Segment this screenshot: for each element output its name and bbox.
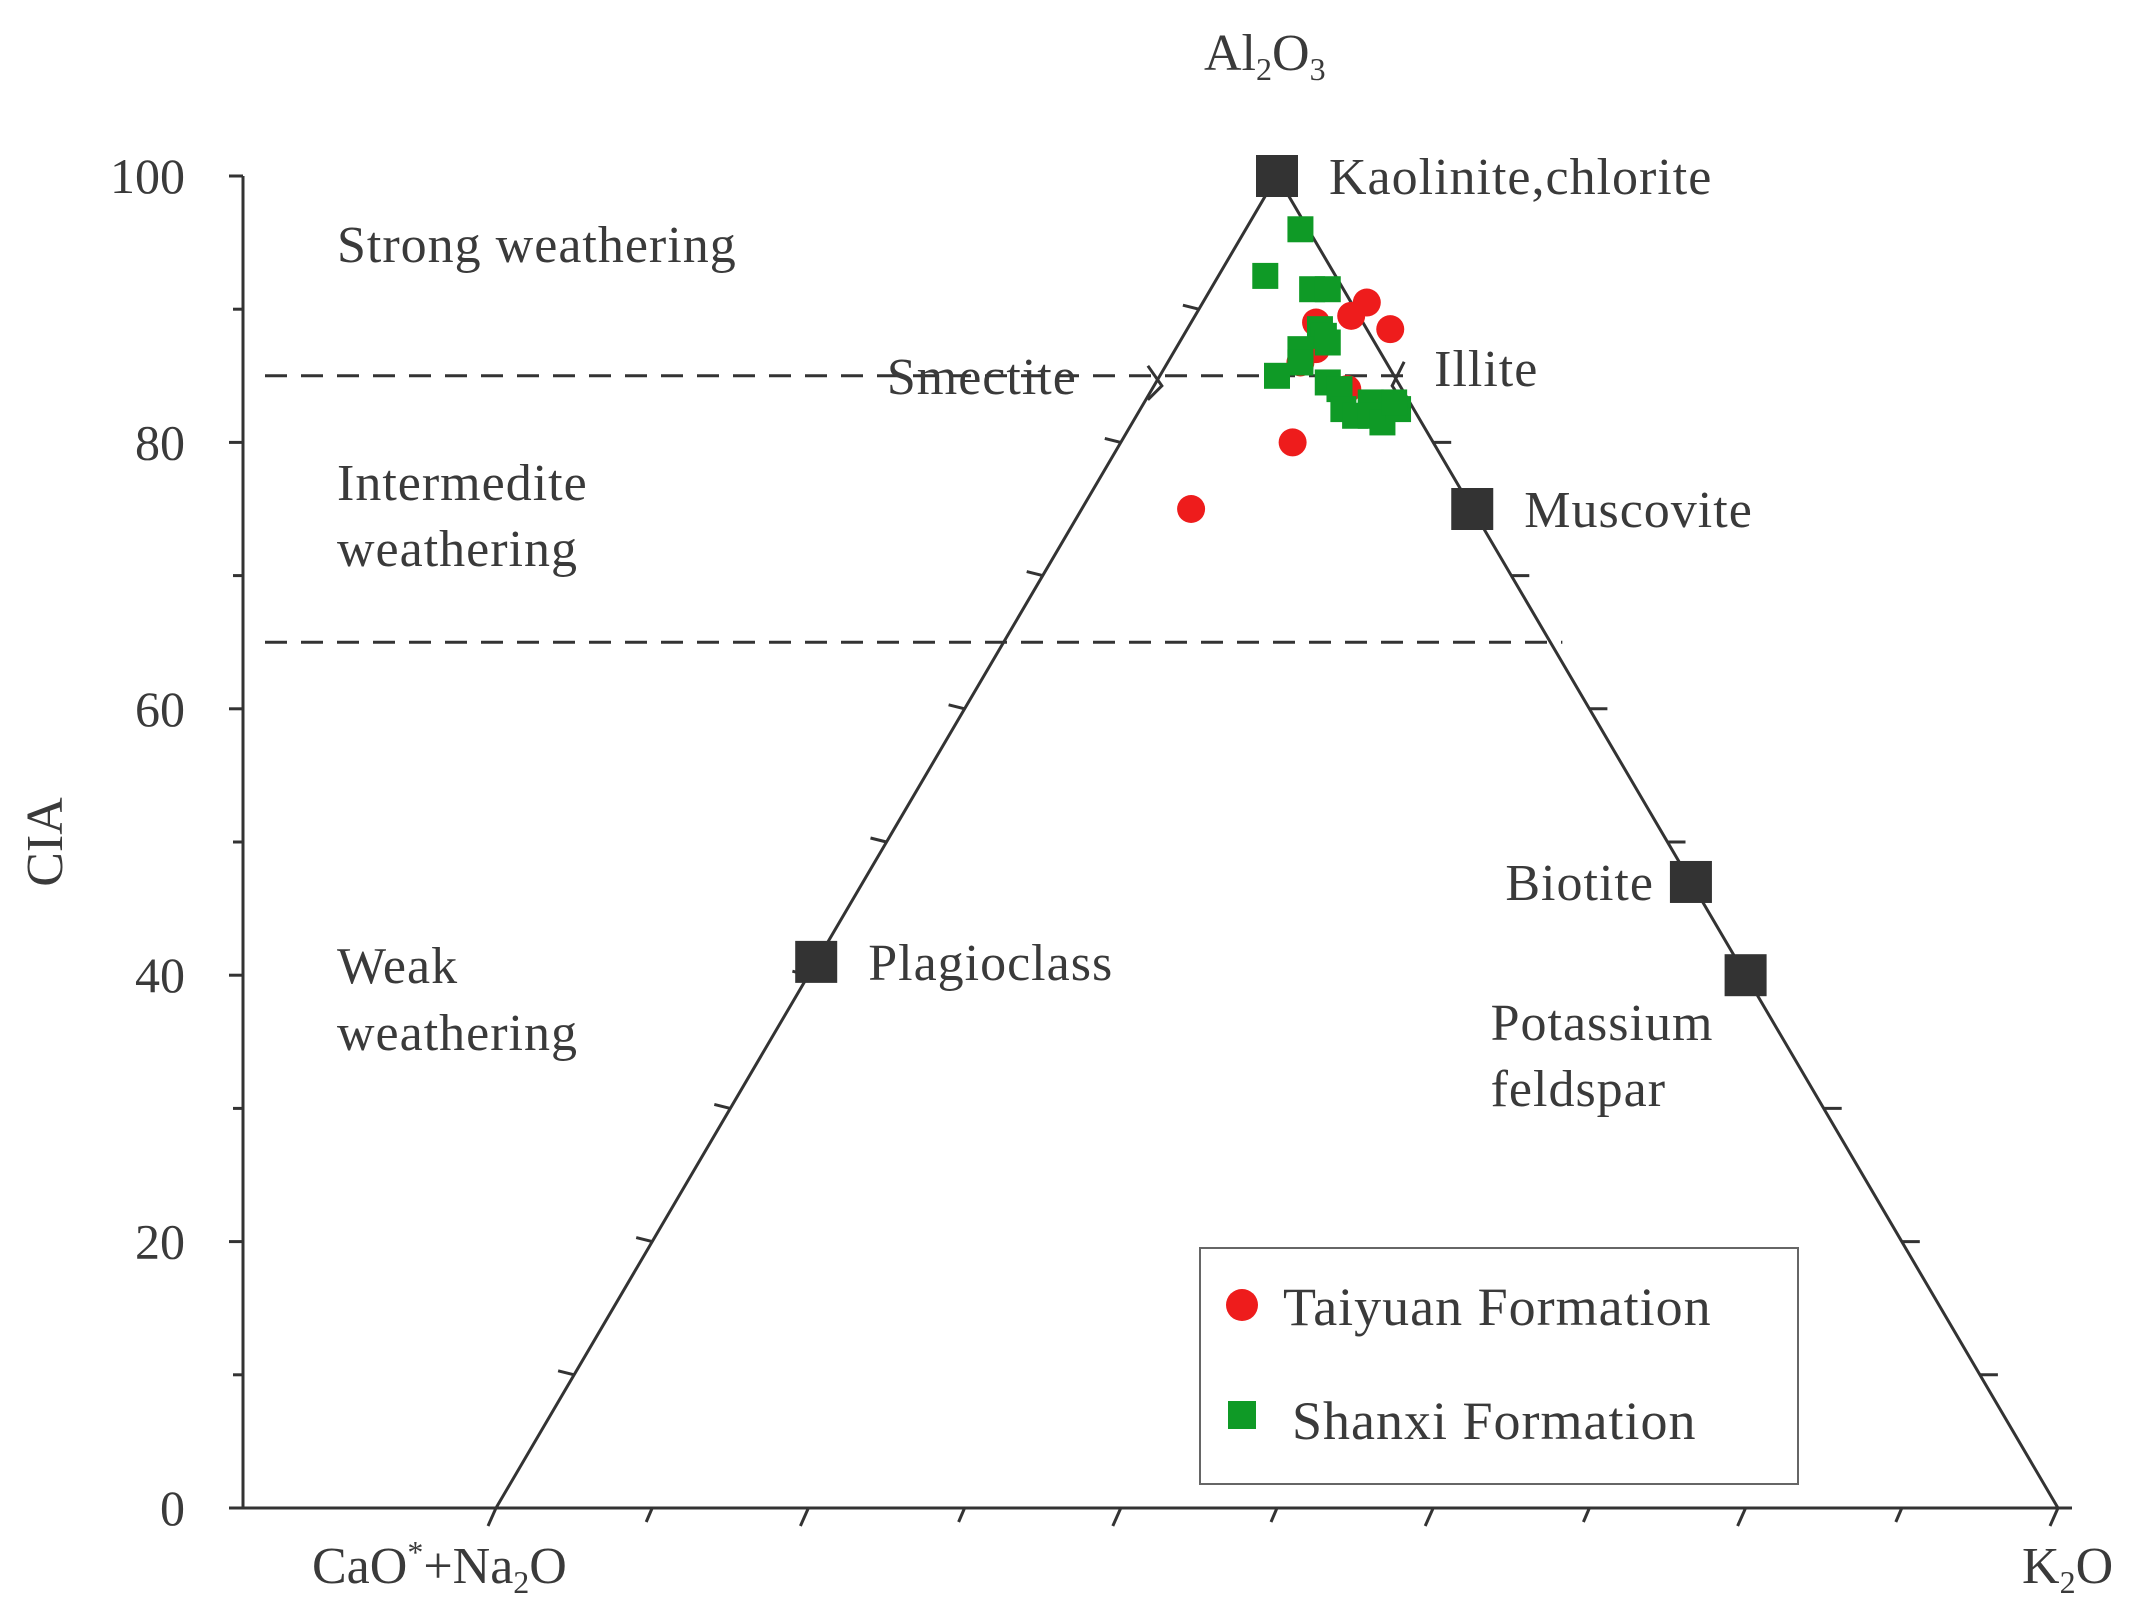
x-tick-mark: [957, 1507, 966, 1523]
x-tick-mark: [1111, 1507, 1123, 1527]
data-point-1: [1381, 389, 1408, 416]
legend-marker-taiyuan: [1226, 1289, 1258, 1321]
data-point-0: [1278, 428, 1307, 457]
mineral-label-illite: Illite: [1434, 341, 1538, 398]
zone-label-weak-line1: Weak: [337, 938, 458, 995]
x-tick-mark: [486, 1507, 498, 1527]
vertex-label-al2o3: Al2O3: [1204, 25, 1326, 87]
vertex-label-k2o: K2O: [2022, 1538, 2113, 1600]
series-shanxi-formation: [1252, 216, 1412, 436]
left-edge-tick: [1104, 436, 1122, 444]
x-tick-mark: [1269, 1507, 1279, 1523]
left-edge-tick: [948, 703, 965, 711]
x-tick-mark: [644, 1507, 654, 1523]
x-axis-ticks: [486, 1507, 2060, 1527]
mineral-marker-biotite: [1669, 860, 1712, 903]
mineral-marker-potassium-feldspar: [1724, 954, 1767, 997]
legend-label-taiyuan: Taiyuan Formation: [1283, 1277, 1712, 1337]
y-tick-label: 0: [160, 1480, 185, 1536]
y-tick-label: 100: [110, 148, 185, 204]
data-point-0: [1177, 495, 1206, 523]
data-point-0: [1376, 315, 1405, 344]
triangle-edge-ticks: [557, 303, 1998, 1377]
data-point-1: [1314, 329, 1341, 356]
left-edge-tick: [635, 1236, 653, 1244]
y-tick-label: 40: [135, 947, 185, 1003]
mineral-label-biotite: Biotite: [1505, 855, 1654, 912]
mineral-pointer-smectite: [1146, 364, 1164, 401]
zone-label-weak-line2: weathering: [337, 1005, 578, 1062]
data-point-0: [1337, 301, 1366, 330]
y-tick-label: 80: [135, 414, 185, 470]
data-point-1: [1314, 276, 1341, 303]
mineral-label-plagioclass: Plagioclass: [868, 935, 1113, 992]
mineral-marker-plagioclass: [795, 940, 838, 983]
y-axis-ticks: 0 20 40 60 80 100: [110, 148, 243, 1536]
zone-label-intermediate-line1: Intermedite: [337, 455, 588, 512]
legend-marker-shanxi: [1228, 1401, 1256, 1429]
data-point-1: [1264, 362, 1290, 389]
legend: Taiyuan Formation Shanxi Formation: [1199, 1247, 1799, 1485]
left-edge-tick: [870, 836, 887, 844]
left-edge-tick: [713, 1102, 731, 1110]
mineral-label-kaolinite-chlorite: Kaolinite,chlorite: [1329, 149, 1712, 206]
y-tick-label: 60: [135, 681, 185, 737]
data-point-1: [1287, 216, 1314, 243]
y-axis-title: CIA: [17, 797, 74, 887]
y-axis: 0 20 40 60 80 100 CIA: [17, 148, 245, 1536]
data-point-1: [1252, 262, 1279, 289]
mineral-label-potassium-feldspar-line1: Potassium: [1491, 995, 1714, 1052]
left-edge-tick: [557, 1369, 575, 1377]
x-tick-mark: [799, 1507, 810, 1527]
zone-label-strong: Strong weathering: [337, 217, 737, 274]
zone-label-intermediate-line2: weathering: [337, 521, 578, 578]
left-edge-tick: [1026, 570, 1044, 578]
x-tick-mark: [1582, 1507, 1591, 1523]
vertex-label-cao-na2o: CaO*+Na2O: [312, 1534, 567, 1600]
data-point-1: [1287, 349, 1314, 376]
x-axis: [243, 1506, 2072, 1527]
x-tick-mark: [1736, 1507, 1747, 1527]
legend-box: [1199, 1247, 1799, 1485]
y-tick-label: 20: [135, 1214, 185, 1270]
left-edge-tick: [1182, 303, 1200, 311]
x-tick-mark: [1894, 1507, 1904, 1523]
mineral-label-potassium-feldspar-line2: feldspar: [1491, 1061, 1666, 1118]
x-tick-mark: [1423, 1507, 1435, 1527]
mineral-marker-kaolinite-chlorite: [1256, 155, 1298, 197]
mineral-marker-muscovite: [1451, 488, 1494, 530]
legend-label-shanxi: Shanxi Formation: [1292, 1391, 1697, 1451]
mineral-label-muscovite: Muscovite: [1524, 482, 1753, 539]
mineral-label-smectite: Smectite: [887, 349, 1077, 406]
x-tick-mark: [2048, 1507, 2060, 1527]
